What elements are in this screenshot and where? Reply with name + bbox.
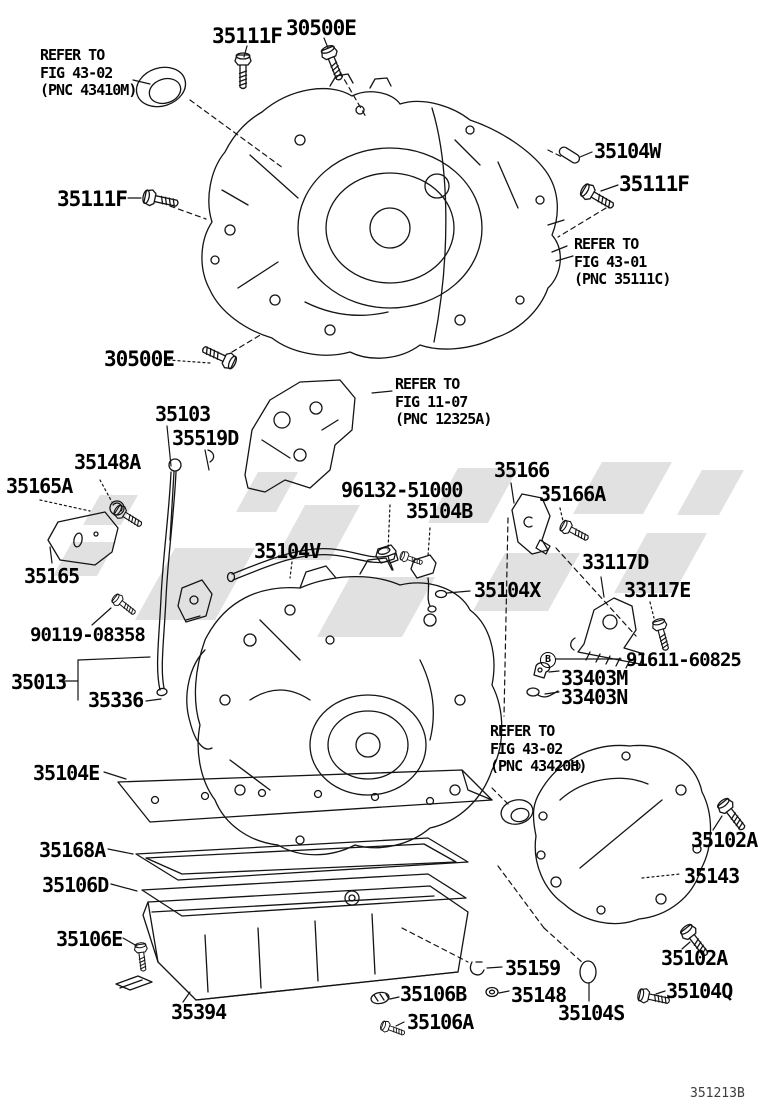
oil-deflector — [47, 500, 125, 566]
note-fig43-01: REFER TO FIG 43-01 (PNC 35111C) — [574, 235, 671, 289]
oil-pan — [142, 885, 469, 1001]
label-35106B: 35106B — [400, 982, 467, 1006]
leader-lines — [49, 37, 723, 1027]
label-35104S: 35104S — [558, 1001, 625, 1025]
label-35111F-top: 35111F — [212, 24, 283, 48]
gasket-35106B — [370, 991, 390, 1005]
grommet-35148 — [485, 986, 499, 998]
label-35013: 35013 — [11, 670, 67, 694]
label-96132-51000: 96132-51000 — [341, 478, 463, 502]
label-33403N: 33403N — [561, 685, 628, 709]
label-35148A: 35148A — [74, 450, 141, 474]
label-35519D: 35519D — [172, 426, 239, 450]
label-35106E: 35106E — [56, 927, 123, 951]
symbol-encircled-b: B — [540, 652, 556, 668]
label-35165: 35165 — [24, 564, 80, 588]
label-35111F-left: 35111F — [57, 187, 128, 211]
note-fig43-02-top: REFER TO FIG 43-02 (PNC 43410M) — [40, 46, 137, 100]
label-35336: 35336 — [88, 688, 144, 712]
clamp-35159 — [469, 961, 485, 976]
pan-gasket-upper — [135, 837, 469, 881]
rear-cover — [532, 744, 712, 925]
label-35102A-upper: 35102A — [691, 828, 758, 852]
oil-seal-ring — [135, 66, 187, 108]
label-35104B: 35104B — [406, 499, 473, 523]
label-35103: 35103 — [155, 402, 211, 426]
label-35104V: 35104V — [254, 539, 321, 563]
label-35394: 35394 — [171, 1000, 227, 1024]
pan-gasket-lower — [141, 873, 467, 917]
label-33403M: 33403M — [561, 666, 628, 690]
label-35166: 35166 — [494, 458, 550, 482]
label-35102A-lower: 35102A — [661, 946, 728, 970]
footer-code: 351213B — [690, 1086, 745, 1101]
label-30500E-bottom: 30500E — [104, 347, 175, 371]
label-90119-08358: 90119-08358 — [30, 624, 146, 646]
breather-hose — [226, 544, 448, 613]
label-33117D: 33117D — [582, 550, 649, 574]
label-35168A: 35168A — [39, 838, 106, 862]
watermark — [53, 462, 744, 637]
transaxle-housing — [201, 73, 568, 359]
bracket-33117 — [570, 597, 645, 669]
oring-35104S — [579, 960, 597, 984]
label-35106D: 35106D — [42, 873, 109, 897]
rear-oil-seal — [500, 799, 534, 825]
label-35143: 35143 — [684, 864, 740, 888]
bracket-35166 — [511, 493, 551, 555]
label-35106A: 35106A — [407, 1010, 474, 1034]
label-91611-60825: 91611-60825 — [626, 649, 742, 671]
label-35104W: 35104W — [594, 139, 661, 163]
oil-filler-tube — [156, 449, 215, 697]
pan-magnet — [115, 975, 153, 991]
case-bottom-flange — [117, 769, 493, 823]
label-35165A: 35165A — [6, 474, 73, 498]
pin-35104W — [558, 146, 581, 164]
leader-dashes — [39, 71, 681, 965]
transmission-case — [186, 557, 503, 856]
label-30500E-top: 30500E — [286, 16, 357, 40]
label-35104E: 35104E — [33, 761, 100, 785]
label-35166A: 35166A — [539, 482, 606, 506]
label-35104Q: 35104Q — [666, 979, 733, 1003]
label-35104X: 35104X — [474, 578, 541, 602]
label-35148: 35148 — [511, 983, 567, 1007]
note-fig43-02-bottom: REFER TO FIG 43-02 (PNC 43420H) — [490, 722, 587, 776]
note-fig11-07: REFER TO FIG 11-07 (PNC 12325A) — [395, 375, 492, 429]
label-33117E: 33117E — [624, 578, 691, 602]
label-35159: 35159 — [505, 956, 561, 980]
mounting-bracket — [244, 379, 356, 493]
label-35111F-right: 35111F — [619, 172, 690, 196]
